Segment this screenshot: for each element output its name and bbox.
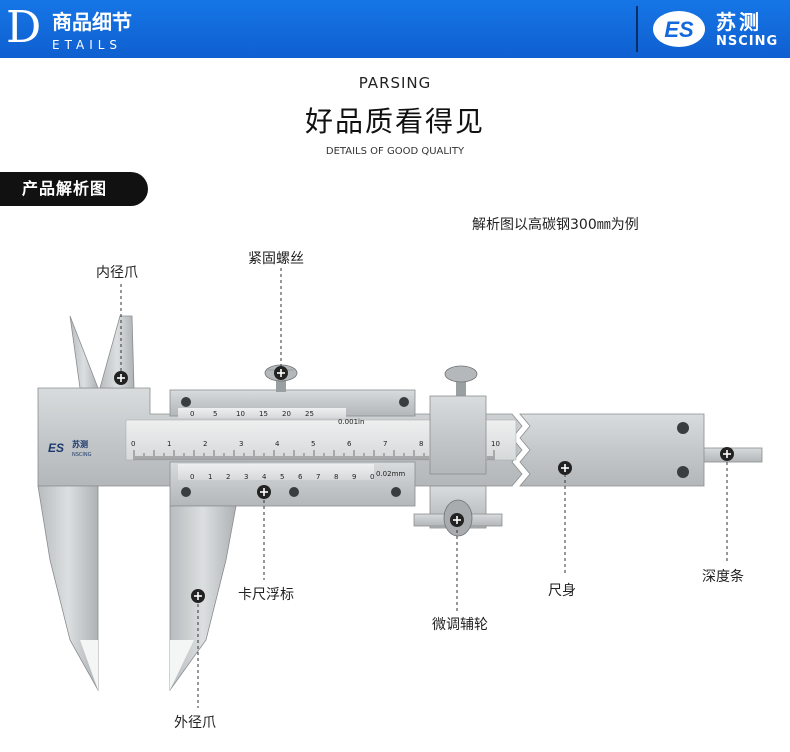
mm-scale-number: 0: [131, 440, 135, 448]
banner-title: 商品细节: [52, 10, 132, 34]
mm-scale-number: 2: [203, 440, 207, 448]
callout-fine-wheel: 微调辅轮: [432, 617, 488, 633]
callout-main-body: 尺身: [548, 583, 576, 599]
caliper-brand-logo: ES: [48, 441, 64, 455]
vernier-scale-number: 4: [262, 473, 267, 481]
inch-unit: 0.001in: [338, 418, 364, 426]
vernier-scale-number: 2: [226, 473, 230, 481]
brand-name-en: NSCING: [716, 34, 779, 49]
mm-scale-number: 5: [311, 440, 315, 448]
diagram-note: 解析图以高碳钢300㎜为例: [472, 217, 639, 233]
inch-scale-number: 15: [259, 410, 268, 418]
vernier-scale-number: 5: [280, 473, 284, 481]
mm-scale-number: 10: [491, 440, 500, 448]
vernier-scale-number: 0: [370, 473, 374, 481]
brand-logo-text: ES: [664, 17, 694, 42]
heading-title: 好品质看得见: [304, 105, 485, 138]
callout-outer-jaw: 外径爪: [174, 715, 216, 731]
top-banner: D 商品细节 ETAILS ES 苏测 NSCING: [0, 0, 790, 58]
inch-scale-number: 5: [213, 410, 217, 418]
banner-letter: D: [6, 2, 42, 53]
inch-scale-number: 0: [190, 410, 194, 418]
banner-subtitle: ETAILS: [52, 38, 123, 52]
mm-scale-number: 7: [383, 440, 387, 448]
vernier-scale-number: 9: [352, 473, 356, 481]
vernier-scale-number: 1: [208, 473, 212, 481]
callout-markers: [120, 268, 728, 708]
banner-divider: [636, 6, 638, 52]
mm-scale-number: 6: [347, 440, 352, 448]
vernier-scale-number: 3: [244, 473, 248, 481]
outer-jaw-fixed: [37, 485, 99, 692]
callout-lock-screw: 紧固螺丝: [248, 251, 304, 267]
callout-depth-bar: 深度条: [702, 569, 744, 585]
inch-scale-number: 10: [236, 410, 245, 418]
mm-scale-number: 1: [167, 440, 171, 448]
fine-screw-knob: [444, 365, 478, 383]
caliper-brand-en: NSCING: [72, 452, 92, 458]
vernier-scale-number: 7: [316, 473, 320, 481]
heading-subtitle: DETAILS OF GOOD QUALITY: [325, 146, 465, 157]
section-label: 产品解析图: [0, 172, 148, 206]
brand-name: 苏测: [716, 10, 762, 34]
brand-logo-icon: ES: [653, 11, 705, 47]
inch-scale-number: 20: [282, 410, 291, 418]
callout-inner-jaw: 内径爪: [96, 265, 138, 281]
mm-scale-number: 8: [419, 440, 423, 448]
caliper-brand-cn: 苏测: [72, 439, 88, 449]
vernier-scale-number: 6: [298, 473, 303, 481]
inner-jaw-fixed: [69, 315, 99, 389]
vernier-scale-number: 8: [334, 473, 338, 481]
vernier-scale-number: 0: [190, 473, 194, 481]
mm-scale-number: 3: [239, 440, 243, 448]
main-body-rear: [519, 413, 705, 487]
fine-adjust-clamp: [429, 395, 487, 475]
mm-scale-number: 4: [275, 440, 280, 448]
inch-scale-number: 25: [305, 410, 314, 418]
inner-jaw-fixed-2: [99, 315, 135, 389]
vernier-unit: 0.02mm: [376, 470, 405, 478]
heading-english: PARSING: [358, 74, 432, 92]
callout-vernier: 卡尺浮标: [238, 587, 294, 603]
